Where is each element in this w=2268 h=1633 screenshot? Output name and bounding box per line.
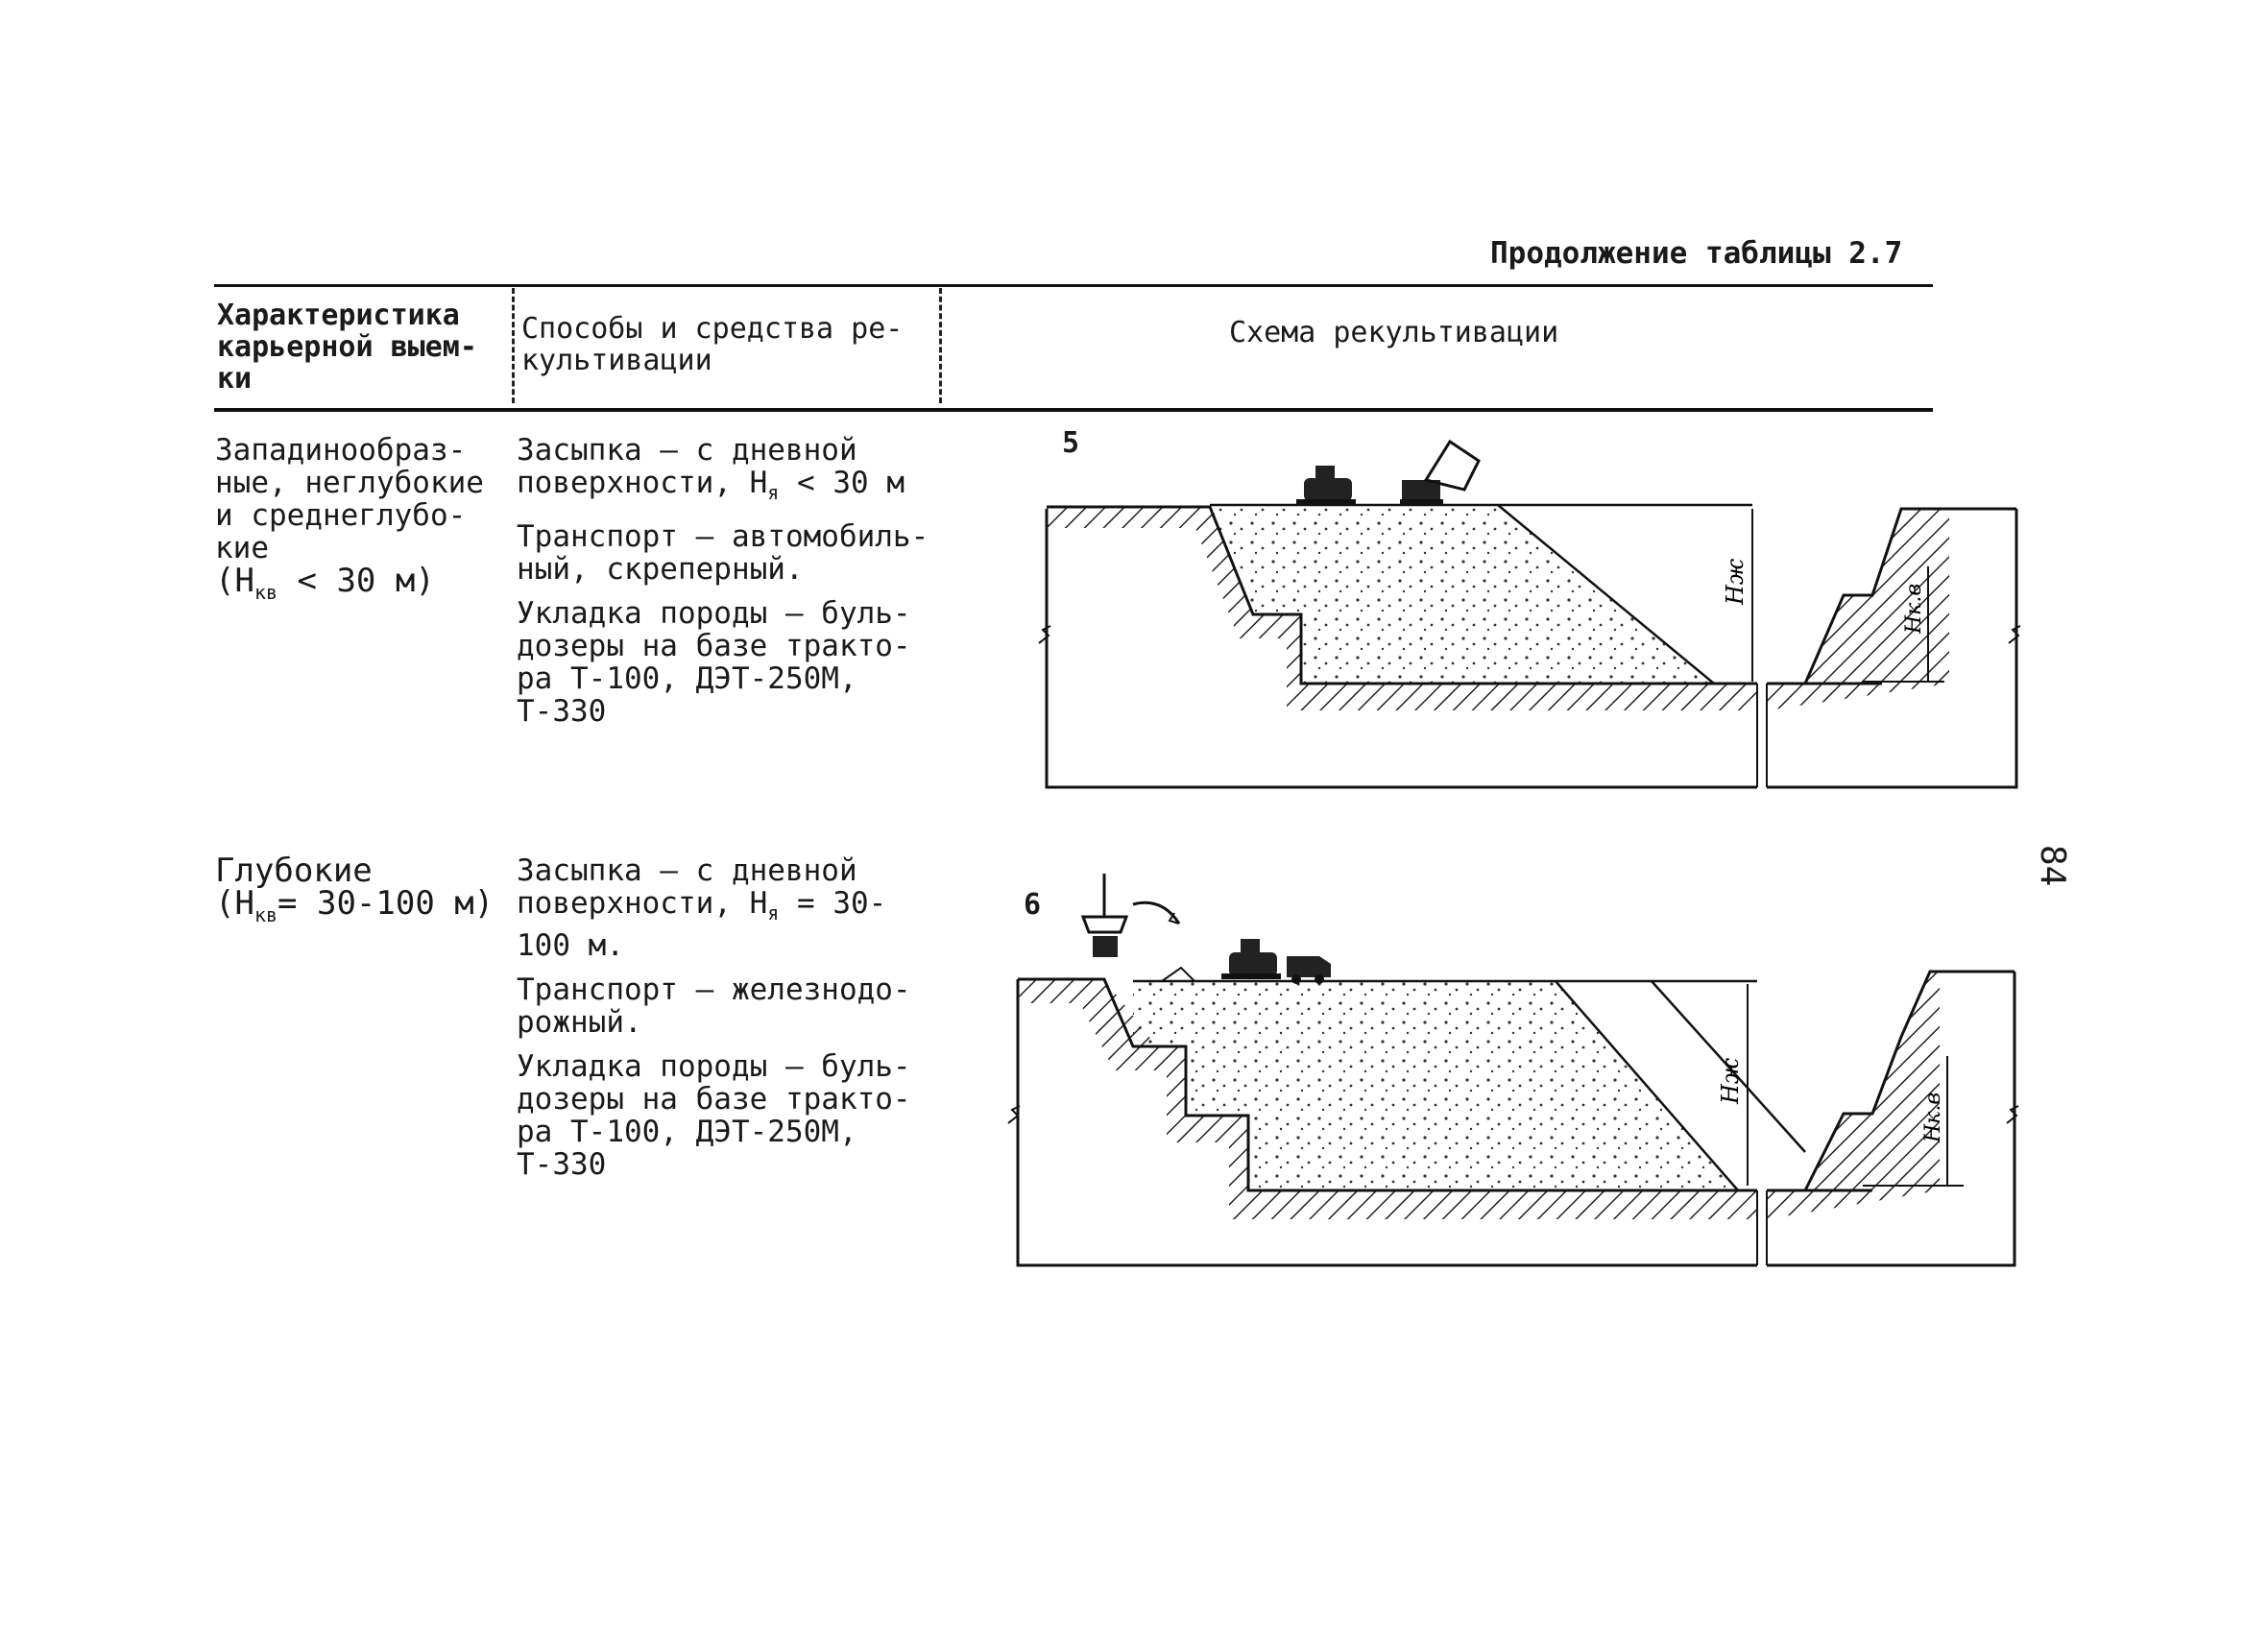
scheme-5-number: 5: [1062, 426, 1080, 460]
row-6-methods: Засыпка – с дневной поверхности, Hя = 30…: [517, 853, 911, 1183]
scheme-5-label-h-side: Hк.в: [1902, 584, 1926, 635]
scheme-5-label-h-main: Hж: [1722, 558, 1749, 606]
row-5-methods: Засыпка – с дневной поверхности, Hя < 30…: [517, 433, 929, 730]
scheme-6-number: 6: [1024, 888, 1042, 922]
column-header-scheme: Схема рекультивации: [1229, 316, 1559, 349]
column-header-methods: Способы и средства ре- культивации: [521, 312, 904, 377]
row-6-characteristic: Глубокие (Hкв= 30-100 м): [215, 852, 495, 926]
table-header-rule: [214, 408, 1933, 412]
bulldozer-icon: [1296, 466, 1356, 505]
reclamation-scheme-6: Hж Hк.в: [1007, 874, 2019, 1267]
page-number: 84: [2033, 845, 2072, 887]
dump-truck-icon: [1287, 956, 1331, 984]
bulldozer-icon: [1221, 939, 1281, 979]
crane-icon: [1080, 874, 1181, 957]
row-5-characteristic: Западинообраз- ные, неглубокие и среднег…: [215, 433, 484, 604]
scheme-6-label-h-main: Hж: [1717, 1057, 1744, 1105]
excavator-icon: [1400, 439, 1481, 505]
column-separator-1: [512, 288, 515, 403]
column-header-characteristic: Характеристика карьерной выем- ки: [217, 299, 477, 396]
table-continuation-title: Продолжение таблицы 2.7: [1490, 236, 1903, 271]
table-top-rule: [214, 284, 1933, 287]
column-separator-2: [939, 288, 942, 403]
scheme-6-label-h-side: Hк.в: [1921, 1093, 1945, 1143]
reclamation-scheme-5: Hж Hк.в: [1038, 439, 2021, 789]
